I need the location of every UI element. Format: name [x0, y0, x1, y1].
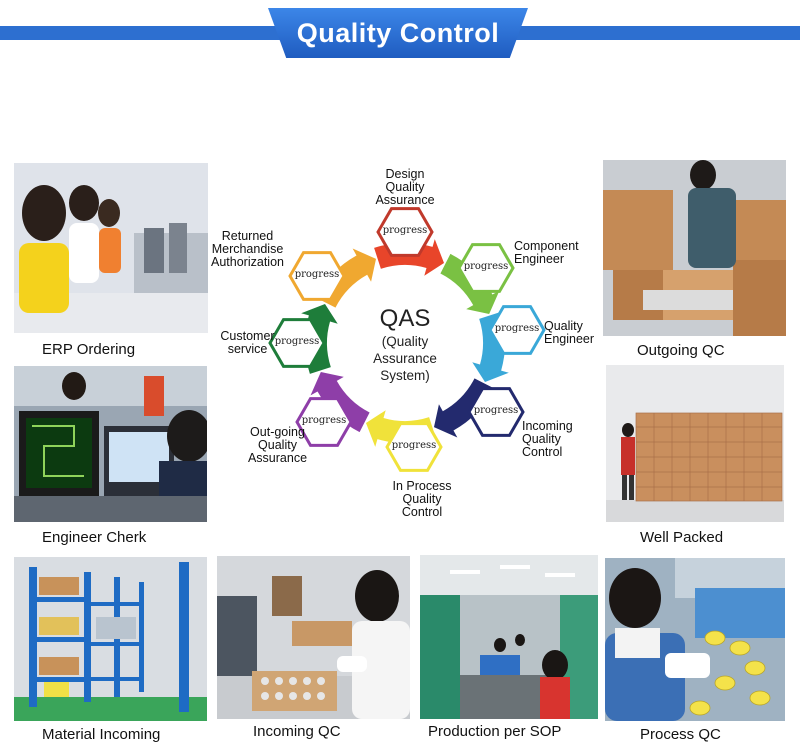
node-label-line: Design	[385, 167, 425, 181]
node-label-line: Merchandise	[211, 242, 284, 256]
node-label-line: Quality	[544, 319, 583, 333]
hexagon-node-6	[295, 397, 353, 447]
node-label-line: In Process	[392, 479, 452, 493]
node-label-line: Quality	[402, 492, 442, 506]
hexagon-node-2	[457, 243, 515, 293]
qas-center-sub-3: System)	[380, 368, 430, 383]
qas-center-sub-2: Assurance	[373, 351, 437, 366]
node-label-line: Control	[401, 505, 443, 519]
photo-process-qc	[605, 558, 785, 721]
photo-well-packed	[606, 365, 784, 522]
photo-incoming-qc	[217, 556, 410, 719]
node-label-line: Component	[514, 239, 579, 253]
qas-center-sub-1: (Quality	[381, 334, 429, 349]
hexagon-node-8	[288, 251, 346, 301]
node-label-line: Engineer	[514, 252, 565, 266]
hexagon-progress-text-3: progress	[494, 323, 540, 334]
node-label-line: Engineer	[544, 332, 595, 346]
caption-incoming-qc: Incoming QC	[253, 723, 341, 740]
node-label-line: Incoming	[522, 419, 573, 433]
hexagon-node-4	[467, 387, 525, 437]
hexagon-node-7	[268, 318, 326, 368]
page-title: Quality Control	[296, 17, 500, 48]
hexagon-progress-text-1: progress	[382, 225, 428, 236]
photo-production-sop	[420, 555, 598, 719]
caption-engineer-check: Engineer Cherk	[42, 529, 147, 546]
caption-production-sop: Production per SOP	[428, 723, 562, 740]
hexagon-progress-text-5: progress	[391, 440, 437, 451]
qas-center: QAS (Quality Assurance System)	[365, 305, 445, 384]
hexagon-progress-text-2: progress	[463, 261, 509, 272]
hexagon-progress-text-6: progress	[301, 415, 347, 426]
photo-material-incoming	[14, 557, 207, 721]
node-label-line: Quality	[522, 432, 561, 446]
caption-erp-ordering: ERP Ordering	[42, 341, 136, 358]
caption-material-incoming: Material Incoming	[42, 726, 161, 743]
hexagon-node-1	[376, 207, 434, 257]
header-badge: Quality Control	[268, 8, 528, 58]
hexagon-node-3	[488, 305, 546, 355]
photo-erp-ordering	[14, 163, 208, 333]
caption-well-packed: Well Packed	[640, 529, 724, 546]
hexagon-progress-text-7: progress	[274, 336, 320, 347]
photo-engineer-check	[14, 366, 207, 522]
hexagon-progress-text-4: progress	[473, 405, 519, 416]
node-label-line: Assurance	[375, 193, 435, 207]
hexagon-node-5	[385, 422, 443, 472]
node-label-line: Control	[522, 445, 563, 459]
qas-cycle-diagram: QAS (Quality Assurance System) progress D…	[200, 150, 600, 530]
node-label-line: Quality	[385, 180, 425, 194]
node-label-line: Customer	[220, 329, 275, 343]
qas-ring	[268, 207, 546, 472]
qas-center-title: QAS	[379, 305, 431, 332]
node-label-line: service	[227, 342, 268, 356]
node-label-line: Assurance	[247, 451, 308, 465]
caption-process-qc: Process QC	[640, 726, 721, 743]
photo-outgoing-qc	[603, 160, 786, 336]
node-label-line: Quality	[258, 438, 297, 452]
node-label-line: Returned	[221, 229, 274, 243]
node-label-line: Authorization	[211, 255, 284, 269]
node-label-line: Out-going	[250, 425, 305, 439]
hexagon-progress-text-8: progress	[294, 269, 340, 280]
caption-outgoing-qc: Outgoing QC	[637, 342, 725, 359]
